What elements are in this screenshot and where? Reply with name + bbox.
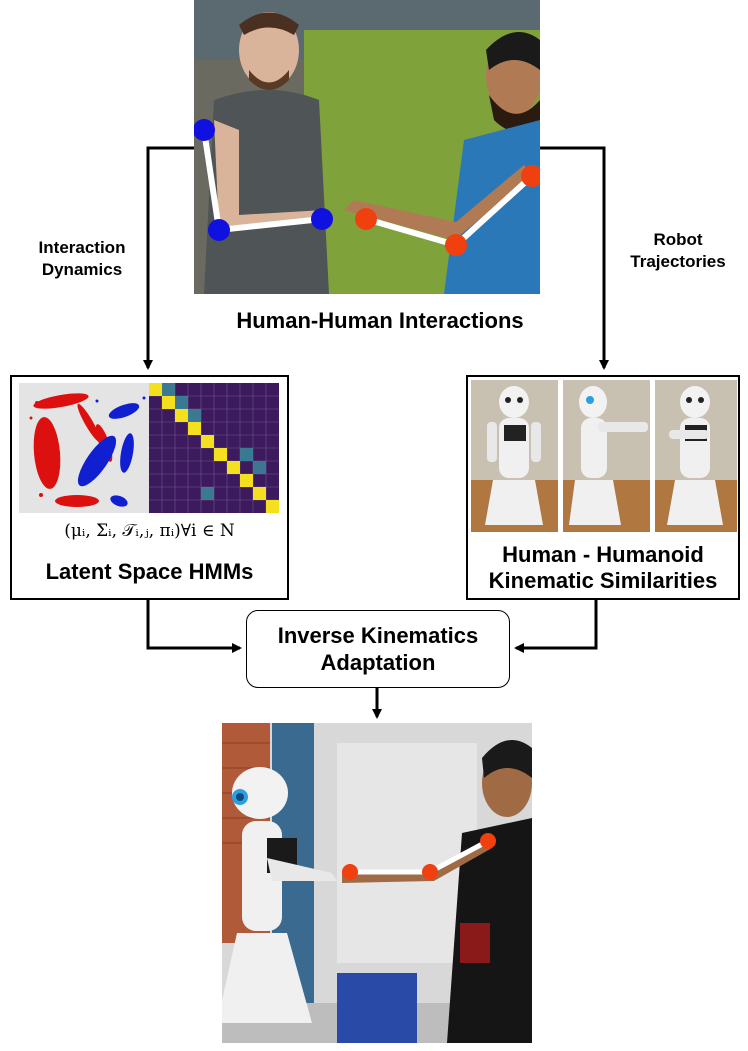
interaction-dynamics-line2: Dynamics (41, 260, 123, 279)
robot-trajectories-line1: Robot (653, 230, 703, 249)
kinematic-similarities-box: Human - Humanoid Kinematic Similarities (466, 375, 740, 600)
arrow-hmm-to-ik (146, 598, 242, 653)
latent-space-hmm-box: (μᵢ, Σᵢ, 𝒯ᵢ,ⱼ, πᵢ)∀i ∈ N Latent Space HM… (10, 375, 289, 600)
robot-handshake-skeleton (342, 833, 496, 880)
human1-arm-skeleton (194, 119, 333, 241)
kinematic-similarities-line1: Human - Humanoid (502, 542, 704, 567)
robot-trajectories-line2: Trajectories (630, 252, 726, 271)
arrow-robot-trajectories (540, 146, 609, 370)
inverse-kinematics-line2: Adaptation (320, 650, 436, 675)
pepper-robot-photo-1 (471, 380, 558, 532)
hmm-parameter-formula: (μᵢ, Σᵢ, 𝒯ᵢ,ⱼ, πᵢ)∀i ∈ N (64, 521, 235, 541)
kinematic-similarities-line2: Kinematic Similarities (488, 568, 718, 593)
arrow-interaction-dynamics (143, 146, 194, 370)
human-human-photo (194, 0, 540, 294)
robot-human-photo (222, 723, 532, 1043)
robot-trajectories-label: Robot Trajectories (618, 229, 738, 273)
inverse-kinematics-box: Inverse Kinematics Adaptation (246, 610, 510, 688)
pepper-robot-photo-2 (563, 380, 650, 532)
latent-space-hmm-title: Latent Space HMMs (45, 559, 254, 584)
transition-matrix-heatmap (149, 383, 279, 513)
pepper-robot-photo-3 (655, 380, 737, 532)
interaction-dynamics-line1: Interaction (38, 238, 126, 257)
human-human-caption: Human-Human Interactions (236, 308, 524, 333)
hmm-ellipses-plot (19, 383, 149, 513)
interaction-dynamics-label: Interaction Dynamics (22, 237, 142, 281)
human2-arm-skeleton (355, 165, 540, 256)
kinematic-similarities-title: Human - Humanoid Kinematic Similarities (468, 542, 738, 594)
arrow-similarity-to-ik (514, 598, 598, 653)
inverse-kinematics-line1: Inverse Kinematics (277, 623, 479, 648)
